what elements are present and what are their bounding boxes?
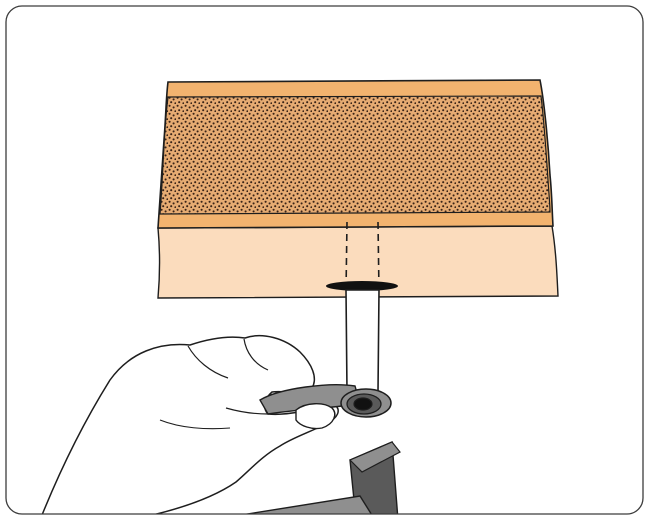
- instrument-shaft: [346, 290, 379, 392]
- thumb: [296, 404, 335, 429]
- bone-cancellous-layer: [160, 96, 550, 214]
- instrument-collar: [341, 389, 391, 417]
